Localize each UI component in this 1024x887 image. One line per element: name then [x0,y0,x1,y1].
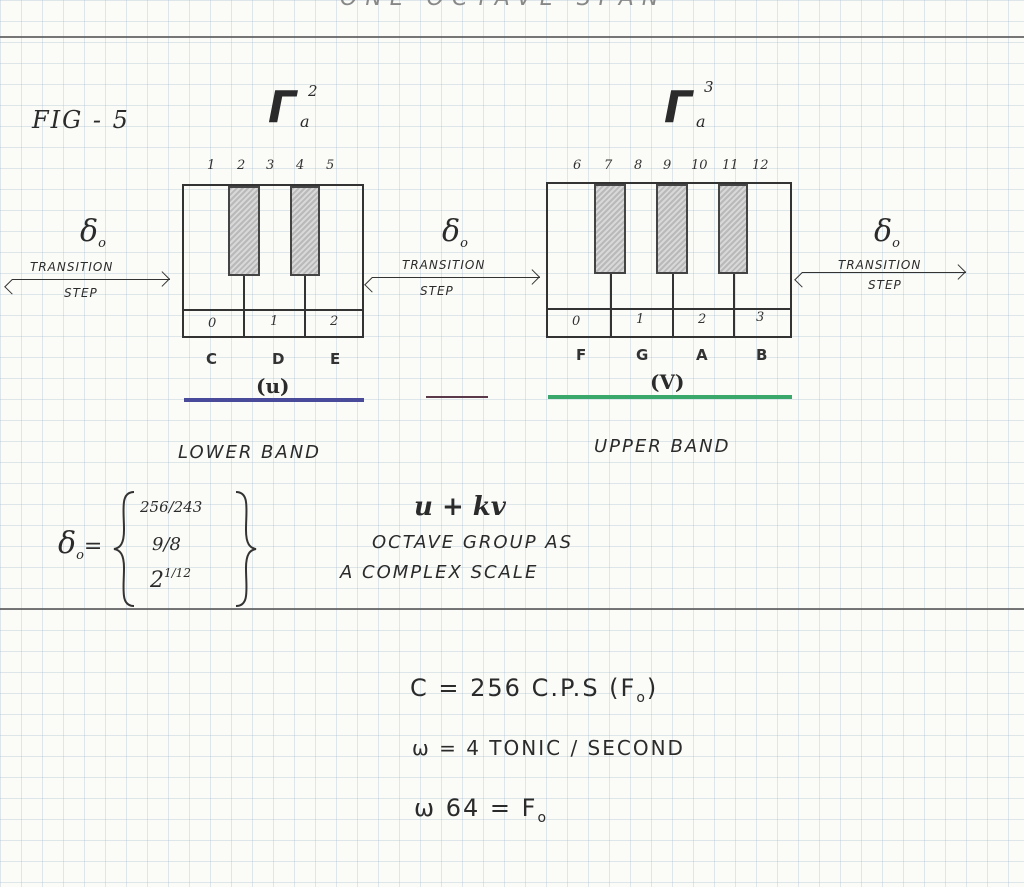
keyboard-baseline [184,309,362,311]
upper-key-number: 12 [752,158,769,173]
gamma-upper: Γ a 3 [664,78,714,133]
transition-left-symbol: δo [80,214,106,251]
expression-formula: u + kv [414,492,506,522]
upper-key-number: 11 [722,158,739,173]
upper-band-label: UPPER BAND [594,436,731,457]
lower-index: 2 [330,314,339,329]
lower-key-number: 2 [237,158,246,173]
lower-underline [184,398,364,402]
delta-value-power: 21/12 [150,566,191,593]
upper-note: F [576,346,587,364]
upper-note: G [636,346,649,364]
gamma-lower: Γ a 2 [268,82,318,133]
upper-group-label: (V) [650,370,685,394]
white-key-divider [610,274,612,338]
equation-1: C = 256 C.P.S (Fo) [410,674,659,706]
top-rule [0,36,1024,38]
gamma-upper-sub: a [696,112,706,131]
upper-key-number: 9 [663,158,672,173]
upper-index: 3 [756,310,765,325]
black-key [290,186,320,276]
transition-middle-step: STEP [420,284,454,298]
upper-note: A [696,346,708,364]
lower-note: E [330,350,341,368]
transition-left-arrow [12,279,170,280]
transition-right-arrow [802,272,966,273]
transition-middle-arrow [372,277,540,278]
upper-key-number: 8 [634,158,643,173]
transition-left-label: TRANSITION [30,260,114,274]
black-key [228,186,260,276]
expression-line1: OCTAVE GROUP AS [372,532,574,553]
delta-value: 9/8 [152,534,181,555]
lower-band-label: LOWER BAND [178,442,322,463]
middle-dash [426,396,488,398]
lower-key-number: 5 [326,158,335,173]
upper-index: 2 [698,312,707,327]
lower-note: D [272,350,285,368]
equation-2: ω = 4 TONIC / SECOND [412,736,685,760]
black-key [718,184,748,274]
transition-middle-symbol: δo [442,214,468,251]
white-key-divider [243,276,245,338]
lower-keyboard: 0 1 2 [182,184,364,338]
upper-note: B [756,346,768,364]
lower-key-number: 3 [266,158,275,173]
black-key [594,184,626,274]
figure-label: FIG - 5 [32,106,130,134]
white-key-divider [672,274,674,338]
expression-line2: A COMPLEX SCALE [340,562,539,583]
delta-value: 256/243 [140,498,203,516]
gamma-lower-sub: a [300,112,310,131]
lower-note: C [206,350,218,368]
upper-underline [548,395,792,399]
transition-right-step: STEP [868,278,902,292]
transition-right-symbol: δo [874,214,900,251]
transition-left-step: STEP [64,286,98,300]
upper-keyboard: 0 1 2 3 [546,182,792,338]
upper-key-number: 6 [573,158,582,173]
upper-key-number: 7 [604,158,613,173]
lower-index: 0 [208,316,217,331]
black-key [656,184,688,274]
gamma-lower-sup: 2 [308,82,318,100]
transition-middle-label: TRANSITION [402,258,486,272]
white-key-divider [304,276,306,338]
gamma-upper-symbol: Γ [664,82,693,133]
delta-lhs: δo= [58,526,103,563]
equation-3: ω 64 = Fo [414,794,549,826]
lower-group-label: (u) [256,374,290,398]
left-brace [113,491,135,607]
gamma-upper-sup: 3 [704,78,714,96]
gamma-lower-symbol: Γ [268,82,297,133]
middle-rule [0,608,1024,610]
upper-index: 0 [572,314,581,329]
upper-index: 1 [636,312,645,327]
top-cutoff-text: ONE OCTAVE SPAN [340,0,666,11]
lower-index: 1 [270,314,279,329]
lower-key-number: 4 [296,158,305,173]
right-brace [235,491,257,607]
upper-key-number: 10 [691,158,708,173]
transition-right-label: TRANSITION [838,258,922,272]
lower-key-number: 1 [207,158,216,173]
white-key-divider [733,274,735,338]
keyboard-baseline [548,308,790,310]
